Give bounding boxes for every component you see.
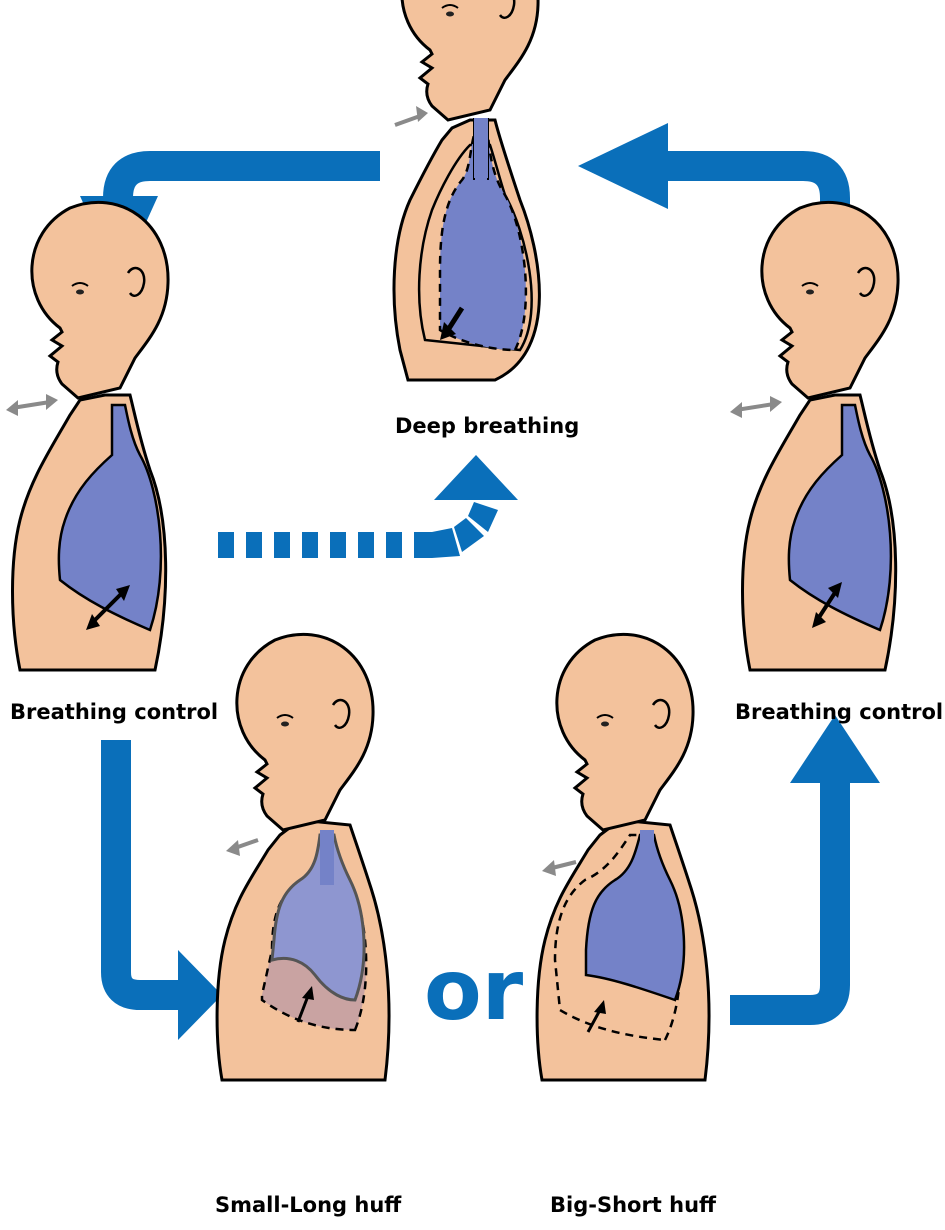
figure-deep-breathing — [394, 0, 539, 380]
figure-breathing-control-left — [6, 202, 168, 670]
arrow-bottom-left-head — [178, 950, 222, 1040]
arrow-top-right-head — [578, 123, 668, 209]
arrow-bottom-right-head — [790, 715, 880, 783]
dashed-arrow — [218, 455, 518, 558]
label-deep-breathing: Deep breathing — [395, 414, 579, 438]
label-breathing-control-left: Breathing control — [10, 700, 218, 724]
arrow-top-left — [118, 166, 380, 198]
figure-big-short-huff — [537, 634, 709, 1080]
arrow-bottom-left — [116, 740, 180, 995]
figure-small-long-huff — [217, 634, 389, 1080]
arrow-bottom-right — [730, 780, 835, 1010]
label-breathing-control-right: Breathing control — [735, 700, 943, 724]
label-small-long-huff: Small-Long huff — [215, 1193, 401, 1217]
or-separator: or — [424, 948, 523, 1032]
figure-breathing-control-right — [730, 202, 898, 670]
label-big-short-huff: Big-Short huff — [550, 1193, 716, 1217]
